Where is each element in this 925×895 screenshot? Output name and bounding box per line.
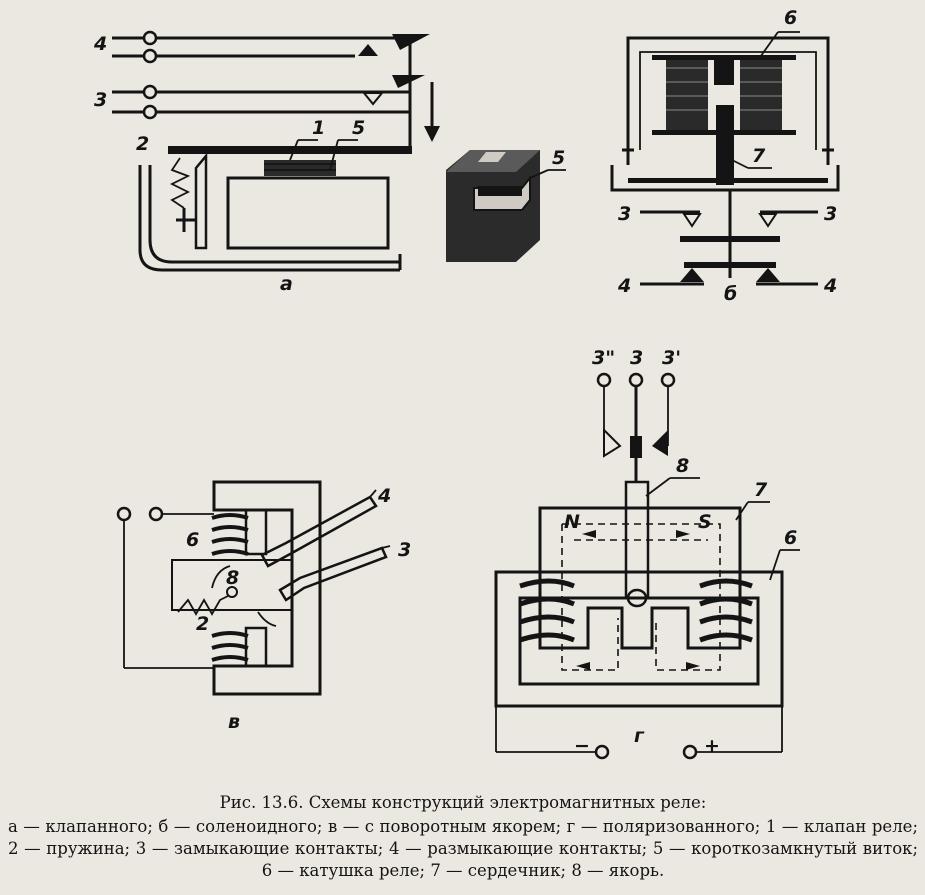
- label-armature: 1: [312, 117, 325, 139]
- terminal: [142, 48, 158, 64]
- coil-top: [211, 513, 249, 556]
- label-spring: 2: [196, 613, 209, 635]
- coil-left: [519, 578, 575, 643]
- pivot-post: [194, 152, 208, 250]
- label-shorted-turn: 5: [352, 117, 365, 139]
- panel-v-letter: в: [228, 711, 240, 733]
- shorted-turn-detail: 5: [446, 147, 566, 262]
- permanent-magnet: [538, 506, 742, 650]
- label-plus: +: [704, 735, 720, 757]
- label-contact4-left: 4: [617, 275, 631, 297]
- base-bracket-outer: [138, 165, 400, 272]
- label-contact4: 4: [377, 485, 391, 507]
- yoke-inner: [639, 51, 817, 150]
- coil-bottom: [211, 631, 249, 662]
- label-term-right: 3': [662, 347, 681, 369]
- spring: [169, 157, 191, 209]
- terminal: [142, 30, 158, 46]
- label-contact3: 3: [398, 539, 411, 561]
- spring: [177, 595, 229, 616]
- label-armature: 8: [676, 455, 689, 477]
- pivot: [226, 586, 238, 598]
- panel-b-solenoid-relay: 6 7 3 3 4 4 б: [610, 7, 840, 305]
- magnet-body: [226, 176, 390, 250]
- label-contact4: 4: [93, 33, 107, 55]
- moving-contact-bar: [680, 236, 780, 242]
- terminal: [142, 104, 158, 120]
- magnet-yoke: [212, 480, 322, 696]
- label-coil: 6: [784, 7, 797, 29]
- arrow-head: [424, 126, 440, 142]
- label-core: 7: [752, 145, 766, 167]
- panel-g-letter: г: [634, 725, 645, 747]
- label-term-left: 3": [592, 347, 615, 369]
- panel-a-letter: а: [280, 273, 293, 295]
- yoke: [626, 36, 830, 150]
- contact-point: [361, 92, 385, 106]
- electromagnet-core-inner: [518, 596, 760, 686]
- stop: [714, 55, 734, 85]
- label-contact3: 3: [94, 89, 107, 111]
- label-pivot: 8: [226, 567, 239, 589]
- figure-legend: а — клапанного; б — соленоидного; в — с …: [8, 817, 918, 880]
- relay-diagrams: 4 3 2 1 5 а 5: [93, 7, 840, 760]
- label-spring: 2: [136, 133, 149, 155]
- label-pole-n: N: [564, 511, 580, 533]
- contact-arm-3: [278, 546, 388, 602]
- label-pole-s: S: [698, 511, 712, 533]
- figure-title: Рис. 13.6. Схемы конструкций электромагн…: [219, 793, 707, 812]
- label-contact3-left: 3: [618, 203, 631, 225]
- label-core: 7: [754, 479, 768, 501]
- base-bracket: [148, 165, 400, 264]
- label-shorted-turn-detail: 5: [552, 147, 565, 169]
- label-contact3-right: 3: [824, 203, 837, 225]
- armature-frame: [171, 559, 293, 611]
- contact-point: [358, 44, 378, 56]
- coil-right: [699, 578, 753, 643]
- panel-g-polarized-relay: 3" 3 3' 8 7 6 N S − + г: [494, 347, 800, 760]
- terminal: [142, 84, 158, 100]
- base-plate: [610, 165, 840, 192]
- coil-right: [740, 55, 782, 133]
- label-coil: 6: [186, 529, 199, 551]
- figure-caption: Рис. 13.6. Схемы конструкций электромагн…: [8, 792, 918, 882]
- panel-a-valve-relay: 4 3 2 1 5 а 5: [93, 30, 566, 295]
- contact-arm-4: [260, 495, 378, 568]
- label-minus: −: [574, 735, 590, 757]
- label-contact4-right: 4: [823, 275, 837, 297]
- core: [716, 105, 734, 185]
- label-coil: 6: [784, 527, 797, 549]
- panel-b-letter: б: [724, 283, 737, 305]
- label-term-mid: 3: [630, 347, 643, 369]
- armature-plate: [168, 146, 412, 154]
- panel-v-rotating-armature: 6 8 2 4 3 в: [116, 480, 411, 733]
- coil-left: [666, 55, 708, 133]
- core-top: [264, 160, 336, 176]
